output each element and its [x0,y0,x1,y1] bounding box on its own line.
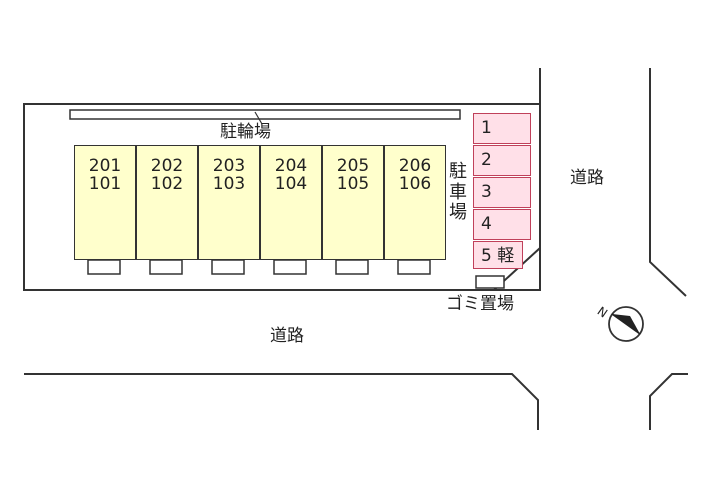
parking-space: 4 [473,209,531,240]
parking-label-char: 駐 [449,161,467,182]
balcony-box [87,259,121,275]
parking-space: 2 [473,145,531,176]
parking-label-char: 車 [449,181,467,203]
parking-space: 3 [473,177,531,208]
unit-number-upper: 202 [150,156,184,176]
balcony-box [273,259,307,275]
unit-number-upper: 203 [212,156,246,176]
balcony-box [335,259,369,275]
balcony-box [397,259,431,275]
garbage-area [475,275,505,289]
parking-space-label: 2 [481,150,492,170]
parking-space-label: 1 [481,118,492,138]
unit-number-lower: 104 [274,174,308,194]
road-bottom-label: 道路 [270,326,304,346]
road-edge-bottom [24,373,539,430]
compass-icon: N [595,304,644,342]
unit-number-lower: 103 [212,174,246,194]
parking-space: 5 軽 [473,241,523,269]
bicycle-rack-pointer [254,111,263,125]
unit-number-upper: 201 [88,156,122,176]
parking-vertical-label: 駐 車 場 [447,161,469,224]
unit-number-lower: 106 [398,174,432,194]
parking-label-char: 場 [449,202,467,224]
unit-number-upper: 205 [336,156,370,176]
unit-number-lower: 102 [150,174,184,194]
balcony-box [149,259,183,275]
unit-number-lower: 105 [336,174,370,194]
road-edge-right-outer [649,68,687,297]
unit-number-upper: 206 [398,156,432,176]
balcony-box [211,259,245,275]
unit-number-lower: 101 [88,174,122,194]
garbage-label: ゴミ置場 [446,294,514,314]
compass-north-label: N [595,304,610,321]
parking-space-label: 3 [481,182,492,202]
road-edge-right-lower [649,373,688,430]
bicycle-rack [69,109,461,120]
parking-space-label: 4 [481,214,492,234]
parking-space-label: 5 軽 [481,246,515,266]
parking-space: 1 [473,113,531,144]
road-right-label: 道路 [570,168,604,188]
unit-number-upper: 204 [274,156,308,176]
bicycle-parking-label: 駐輪場 [220,122,271,142]
road-edge-right-left [494,248,541,291]
